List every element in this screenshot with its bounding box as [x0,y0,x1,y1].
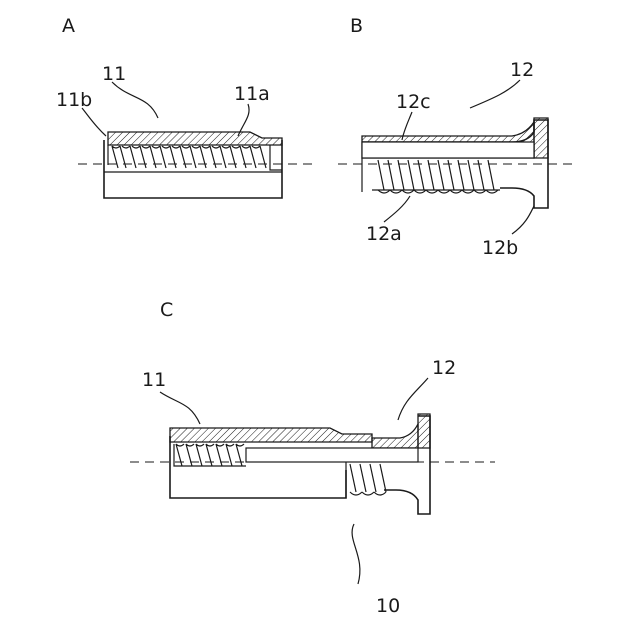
label-c-11: 11 [142,369,166,391]
sleeve-thread [112,146,266,168]
figure-a-letter: A [62,15,75,37]
leader-11a [238,104,249,136]
figure-a: A 11 11a 11b [56,15,315,198]
figure-b: B 12 12c 12a 12b [338,15,575,259]
leader-11b [82,108,106,136]
leader-12 [470,80,520,108]
screw-shaft-bore [362,142,534,158]
screw-flange-hatched [534,118,548,158]
figure-c: C 11 12 10 [130,299,495,617]
figure-c-letter: C [160,299,173,321]
assembly-shaft-bore [246,448,418,462]
label-12c: 12c [396,91,431,113]
assembly-sleeve-thread [176,444,244,466]
label-11a: 11a [234,83,270,105]
label-12a: 12a [366,223,402,245]
label-12b: 12b [482,237,518,259]
leader-11 [112,82,158,118]
screw-external-thread [378,160,498,193]
label-11b: 11b [56,89,92,111]
figure-b-letter: B [350,15,363,37]
sleeve-end-step [270,145,282,170]
leader-12a [384,196,410,222]
label-10: 10 [376,595,400,617]
assembly-flange-hatched [418,414,430,448]
assembly-screw-thread [350,464,386,495]
assembly-sleeve-bore [174,444,246,466]
sleeve-wall-hatched [108,132,282,145]
label-12: 12 [510,59,534,81]
leader-12b [512,206,534,234]
label-11: 11 [102,63,126,85]
assembly-sleeve-wall [170,428,372,442]
leader-c-11 [160,392,200,424]
leader-10 [352,524,360,584]
label-c-12: 12 [432,357,456,379]
assembly-screw-wall [372,424,418,448]
